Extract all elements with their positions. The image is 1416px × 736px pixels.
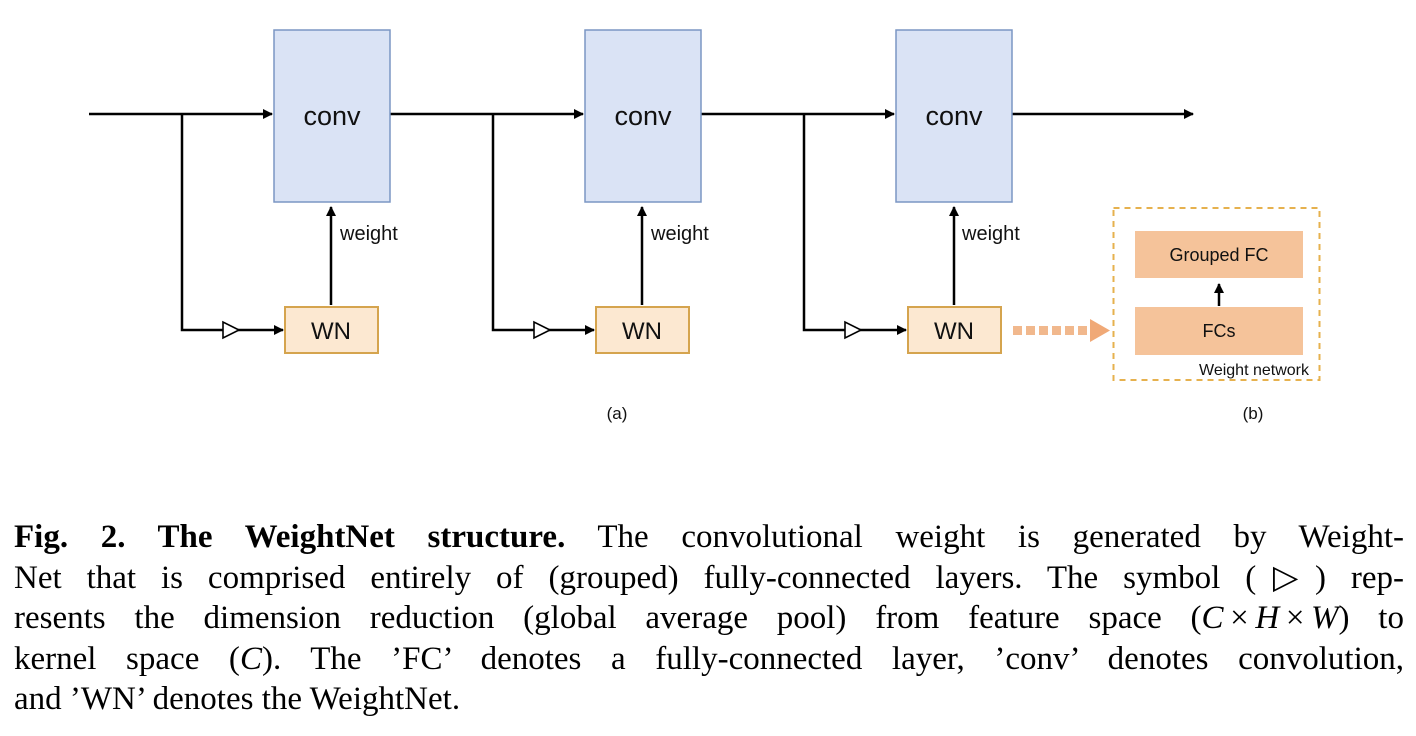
wn-box-2 bbox=[595, 306, 690, 354]
dotted-arrow-dot bbox=[1026, 326, 1035, 335]
caption-text: The convolutional weight is generated by… bbox=[565, 519, 1405, 555]
dotted-arrow-head bbox=[1090, 319, 1110, 342]
conv-label-1: conv bbox=[303, 101, 361, 131]
caption-text: Net that is comprised entirely of (group… bbox=[14, 559, 1404, 596]
dotted-arrow-dot bbox=[1013, 326, 1022, 335]
caption-line: kernel space (C). The ’FC’ denotes a ful… bbox=[14, 639, 1404, 680]
caption-text: × bbox=[1223, 600, 1256, 636]
weightnet-diagram: conv conv conv WN WN WN weight weight we… bbox=[89, 29, 1321, 423]
caption-line: resents the dimension reduction (global … bbox=[14, 598, 1404, 639]
fcs-box bbox=[1135, 307, 1303, 355]
conv-label-3: conv bbox=[925, 101, 983, 131]
branch-arrows bbox=[180, 113, 907, 335]
dotted-arrow-dot bbox=[1052, 326, 1061, 335]
caption-math-var: C bbox=[239, 640, 262, 677]
weight-text-2: weight bbox=[650, 223, 709, 245]
caption-math-var: C bbox=[1201, 600, 1224, 636]
gap-triangle-icon bbox=[222, 320, 241, 340]
panel-b-label: (b) bbox=[1243, 404, 1264, 423]
conv-box-3 bbox=[895, 29, 1013, 203]
caption-text: resents the dimension reduction (global … bbox=[14, 600, 1202, 636]
conv-box-1 bbox=[273, 29, 391, 203]
weight-network-dashed-box bbox=[1112, 207, 1321, 381]
branch-arrow-2 bbox=[491, 113, 595, 335]
caption-text: kernel space ( bbox=[14, 640, 240, 677]
conv-boxes bbox=[273, 29, 1013, 203]
branch-arrow-1 bbox=[180, 113, 284, 335]
conv-label-2: conv bbox=[614, 101, 672, 131]
wn-label-3: WN bbox=[934, 318, 974, 345]
weight-arrows bbox=[326, 206, 959, 305]
dotted-arrow-dot bbox=[1078, 326, 1087, 335]
wn-box-3 bbox=[907, 306, 1002, 354]
conv-box-2 bbox=[584, 29, 702, 203]
caption-text: × bbox=[1279, 600, 1312, 636]
weight-network-label: Weight network bbox=[1199, 362, 1310, 379]
grouped-fc-box bbox=[1135, 231, 1303, 278]
caption-math-var: W bbox=[1311, 600, 1339, 636]
caption-math-var: H bbox=[1255, 600, 1280, 636]
caption-text: ) to bbox=[1338, 600, 1404, 636]
wn-boxes bbox=[284, 306, 1002, 354]
wn-label-1: WN bbox=[311, 318, 351, 345]
dotted-expansion-arrow bbox=[1013, 319, 1110, 342]
fcs-label: FCs bbox=[1203, 321, 1236, 341]
panel-a-label: (a) bbox=[607, 404, 628, 423]
figure-caption: Fig. 2. The WeightNet structure. The con… bbox=[14, 517, 1404, 720]
caption-line: Fig. 2. The WeightNet structure. The con… bbox=[14, 517, 1404, 558]
dotted-arrow-dot bbox=[1039, 326, 1048, 335]
caption-text: and ’WN’ denotes the WeightNet. bbox=[14, 681, 461, 717]
dotted-arrow-dot bbox=[1065, 326, 1074, 335]
caption-text: ). The ’FC’ denotes a fully-connected la… bbox=[261, 640, 1404, 677]
caption-line: Net that is comprised entirely of (group… bbox=[14, 558, 1404, 599]
wn-box-1 bbox=[284, 306, 379, 354]
gap-triangle-icon bbox=[533, 320, 552, 340]
caption-bold-text: Fig. 2. The WeightNet structure. bbox=[14, 519, 566, 555]
caption-line: and ’WN’ denotes the WeightNet. bbox=[14, 679, 1404, 720]
weight-text-1: weight bbox=[339, 223, 398, 245]
weight-text-3: weight bbox=[961, 223, 1020, 245]
gap-triangle-icon bbox=[844, 320, 863, 340]
grouped-fc-label: Grouped FC bbox=[1169, 245, 1268, 265]
wn-label-2: WN bbox=[622, 318, 662, 345]
branch-arrow-3 bbox=[802, 113, 907, 335]
gap-triangle-icons bbox=[222, 320, 863, 340]
